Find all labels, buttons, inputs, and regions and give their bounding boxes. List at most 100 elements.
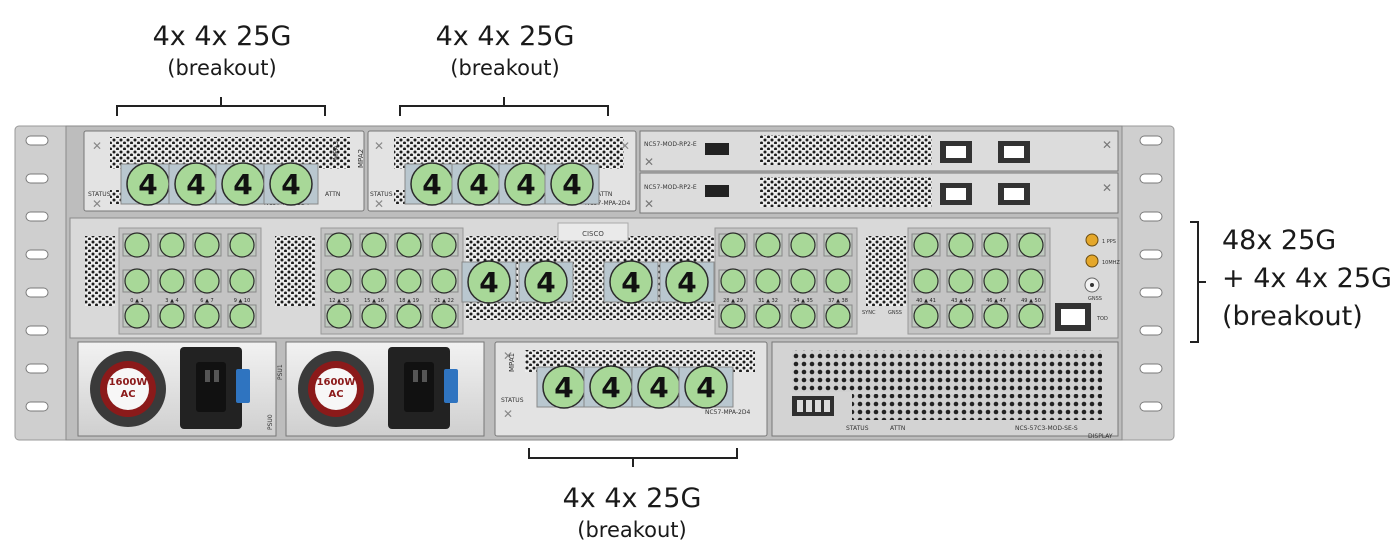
sfp-port[interactable] [755,268,781,294]
svg-text:✕: ✕ [374,197,384,211]
sfp-port[interactable] [720,268,746,294]
sfp-port[interactable] [913,232,939,258]
svg-text:✕: ✕ [1102,181,1112,195]
breakout-count-label: 4 [186,168,205,201]
port-number-label: 46 ▲ 47 [986,298,1006,304]
bracket-top-middle [399,97,609,116]
breakout-port[interactable] [684,365,728,409]
sfp-port[interactable] [720,303,746,329]
sfp-port[interactable] [948,268,974,294]
sfp-port[interactable] [983,303,1009,329]
sfp-port[interactable] [361,303,387,329]
pps-label: 1 PPS [1102,239,1116,245]
svg-text:✕: ✕ [503,349,513,363]
sfp-port[interactable] [913,303,939,329]
sfp-port[interactable] [326,303,352,329]
svg-text:✕: ✕ [92,139,102,153]
sfp-port[interactable] [790,268,816,294]
sfp-port[interactable] [790,303,816,329]
port-number-label: 49 ▲ 50 [1021,298,1041,304]
breakout-count-label: 4 [696,371,715,404]
sfp-port[interactable] [1018,232,1044,258]
port-number-label: 21 ▲ 22 [434,298,454,304]
sfp-port[interactable] [1018,303,1044,329]
sfp-port[interactable] [229,268,255,294]
sfp-port[interactable] [913,268,939,294]
sfp-port[interactable] [159,232,185,258]
sfp-port[interactable] [396,232,422,258]
breakout-count-label: 4 [479,266,498,299]
sfp-port[interactable] [326,232,352,258]
callout-bottom: 4x 4x 25G (breakout) [532,482,732,544]
svg-text:✕: ✕ [1102,138,1112,152]
breakout-port[interactable] [665,260,709,304]
sfp-port[interactable] [755,232,781,258]
sfp-port[interactable] [396,268,422,294]
sfp-port[interactable] [431,303,457,329]
svg-text:✕: ✕ [374,139,384,153]
sfp-port[interactable] [720,232,746,258]
port-number-label: 34 ▲ 35 [793,298,813,304]
sfp-port[interactable] [431,232,457,258]
chassis-model: NCS-57C3-MOD-SE-S [1015,425,1078,432]
sfp-port[interactable] [194,303,220,329]
callout-title: 4x 4x 25G [435,21,575,52]
sfp-port[interactable] [229,303,255,329]
sfp-port[interactable] [790,232,816,258]
module-model: NC57-MPA-2D4 [705,409,750,416]
breakout-port[interactable] [524,260,568,304]
breakout-port[interactable] [609,260,653,304]
callout-line3: (breakout) [1222,301,1363,332]
port-number-label: 12 ▲ 13 [329,298,349,304]
port-number-label: 9 ▲ 10 [234,298,251,304]
psu-rating: 1600W [317,377,356,388]
sfp-port[interactable] [755,303,781,329]
sfp-port[interactable] [1018,268,1044,294]
psu-type: AC [120,389,135,400]
callout-top-middle: 4x 4x 25G (breakout) [405,20,605,82]
route-processor-top: NC57-MOD-RP2-E ✕ ✕ [639,130,1119,172]
sfp-port[interactable] [194,232,220,258]
sfp-port[interactable] [396,303,422,329]
sfp-port[interactable] [194,268,220,294]
sfp-port[interactable] [825,268,851,294]
breakout-count-label: 4 [601,371,620,404]
callout-subtitle: (breakout) [167,56,277,80]
sfp-port[interactable] [825,303,851,329]
sfp-port[interactable] [361,232,387,258]
slot-label: MPA2 [357,149,365,168]
callout-top-left: 4x 4x 25G (breakout) [122,20,322,82]
breakout-port[interactable] [269,162,313,206]
sfp-port[interactable] [825,232,851,258]
sfp-port[interactable] [229,232,255,258]
display-label: DISPLAY [1088,433,1113,440]
sfp-port[interactable] [983,268,1009,294]
breakout-count-label: 4 [621,266,640,299]
route-processor-bottom: NC57-MOD-RP2-E ✕ ✕ [639,172,1119,214]
breakout-count-label: 4 [649,371,668,404]
sfp-port[interactable] [948,303,974,329]
sfp-port[interactable] [124,232,150,258]
attn-label: ATTN [597,191,612,198]
sfp-port[interactable] [431,268,457,294]
sfp-port[interactable] [983,232,1009,258]
sfp-port[interactable] [124,303,150,329]
sfp-port[interactable] [948,232,974,258]
breakout-port[interactable] [550,162,594,206]
bracket-bottom [528,448,738,467]
sfp-port[interactable] [361,268,387,294]
sfp-port[interactable] [124,268,150,294]
attn-label: ATTN [890,425,905,432]
port-number-label: 18 ▲ 19 [399,298,419,304]
status-label: STATUS [88,191,111,198]
breakout-count-label: 4 [562,168,581,201]
sfp-port[interactable] [159,268,185,294]
breakout-count-label: 4 [138,168,157,201]
sfp-port[interactable] [159,303,185,329]
sfp-port[interactable] [326,268,352,294]
breakout-port[interactable] [467,260,511,304]
callout-line1: 48x 25G [1222,225,1337,256]
